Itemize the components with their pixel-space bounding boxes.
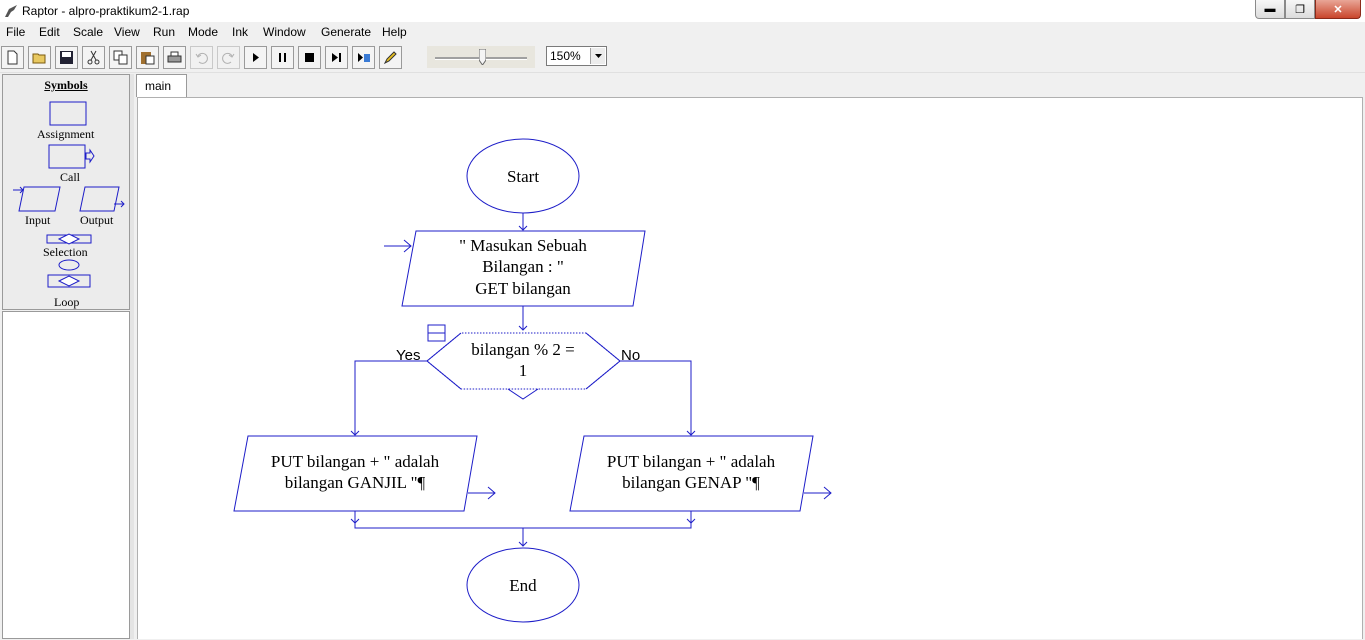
toolbar [0, 43, 1365, 73]
loop-label[interactable]: Loop [54, 295, 80, 309]
chevron-down-icon[interactable] [590, 48, 605, 64]
menu-bar: File Edit Scale View Run Mode Ink Window… [0, 22, 1365, 42]
flowchart-canvas[interactable]: Start " Masukan Sebuah Bilangan : " GET … [137, 97, 1363, 639]
open-button[interactable] [28, 46, 51, 69]
panel-splitter[interactable] [130, 74, 134, 639]
output-genap-line1: PUT bilangan + " adalah [607, 452, 776, 471]
pen-icon [383, 51, 397, 65]
redo-icon [222, 52, 235, 64]
redo-button[interactable] [217, 46, 240, 69]
paste-icon [141, 52, 155, 65]
maximize-button[interactable]: ❐ [1285, 0, 1315, 19]
menu-scale[interactable]: Scale [73, 25, 104, 39]
step-to-completion-icon [358, 53, 370, 62]
call-symbol [48, 144, 86, 169]
copy-icon [113, 50, 128, 65]
symbols-palette: Symbols Assignment Call Input Output Sel… [2, 74, 130, 310]
raptor-app-icon [5, 5, 17, 17]
input-block [401, 230, 646, 307]
copy-button[interactable] [109, 46, 132, 69]
input-arrow-icon [384, 239, 412, 253]
assignment-symbol [49, 101, 87, 126]
condition-text-line2: 1 [519, 361, 528, 380]
title-bar: Raptor - alpro-praktikum2-1.rap ▬ ❐ ✕ [0, 0, 1365, 22]
input-text-line1: " Masukan Sebuah [459, 236, 587, 255]
call-label[interactable]: Call [60, 170, 80, 184]
cut-button[interactable] [82, 46, 105, 69]
menu-file[interactable]: File [6, 25, 26, 39]
pause-button[interactable] [271, 46, 294, 69]
input-label[interactable]: Input [25, 213, 51, 227]
step-to-completion-button[interactable] [352, 46, 375, 69]
pen-button[interactable] [379, 46, 402, 69]
output-arrow-icon [468, 486, 496, 500]
output-label[interactable]: Output [80, 213, 114, 227]
play-button[interactable] [244, 46, 267, 69]
step-icon [332, 53, 341, 62]
open-icon [32, 53, 46, 64]
output-arrow-icon [804, 486, 832, 500]
output-genap-block [569, 435, 814, 512]
undo-button[interactable] [190, 46, 213, 69]
step-button[interactable] [325, 46, 348, 69]
menu-window[interactable]: Window [263, 25, 306, 39]
menu-mode[interactable]: Mode [188, 25, 219, 39]
stop-button[interactable] [298, 46, 321, 69]
start-text: Start [507, 167, 539, 186]
close-button[interactable]: ✕ [1315, 0, 1361, 19]
output-ganjil-line1: PUT bilangan + " adalah [271, 452, 440, 471]
pause-icon [279, 53, 286, 62]
loop-symbol [58, 259, 80, 271]
no-label: No [621, 347, 640, 364]
menu-generate[interactable]: Generate [321, 25, 372, 39]
cut-icon [87, 50, 100, 65]
print-button[interactable] [163, 46, 186, 69]
input-text-line3: GET bilangan [475, 279, 571, 298]
menu-view[interactable]: View [114, 25, 140, 39]
symbols-heading: Symbols [44, 78, 88, 92]
assignment-label[interactable]: Assignment [37, 127, 95, 141]
tab-main[interactable]: main [136, 74, 187, 97]
menu-run[interactable]: Run [153, 25, 176, 39]
paste-button[interactable] [136, 46, 159, 69]
end-terminal [466, 547, 580, 623]
output-ganjil-line2: bilangan GANJIL "¶ [285, 473, 426, 492]
stop-icon [305, 53, 314, 62]
end-text: End [509, 576, 537, 595]
menu-help[interactable]: Help [382, 25, 407, 39]
undo-icon [195, 52, 208, 64]
yes-label: Yes [396, 347, 420, 364]
zoom-value: 150% [550, 49, 581, 63]
output-ganjil-block [233, 435, 478, 512]
slider-thumb[interactable] [479, 49, 487, 65]
condition-text-line1: bilangan % 2 = [471, 340, 575, 359]
new-button[interactable] [1, 46, 24, 69]
zoom-select[interactable]: 150% [546, 46, 607, 66]
save-icon [60, 51, 73, 64]
selection-label[interactable]: Selection [43, 245, 88, 259]
play-icon [253, 53, 259, 62]
minimize-button[interactable]: ▬ [1255, 0, 1285, 19]
menu-ink[interactable]: Ink [232, 25, 249, 39]
input-text-line2: Bilangan : " [482, 257, 564, 276]
tab-main-label: main [145, 79, 172, 93]
variables-panel [2, 311, 130, 639]
execution-speed-slider[interactable] [427, 46, 535, 68]
window-title: Raptor - alpro-praktikum2-1.rap [22, 4, 190, 18]
menu-edit[interactable]: Edit [39, 25, 60, 39]
new-icon [7, 50, 18, 65]
print-icon [167, 51, 182, 63]
symbol-shapes [13, 101, 125, 288]
input-symbol [18, 186, 61, 212]
output-symbol [79, 186, 120, 212]
selection-symbol [46, 234, 92, 244]
output-genap-line2: bilangan GENAP "¶ [622, 473, 760, 492]
save-button[interactable] [55, 46, 78, 69]
